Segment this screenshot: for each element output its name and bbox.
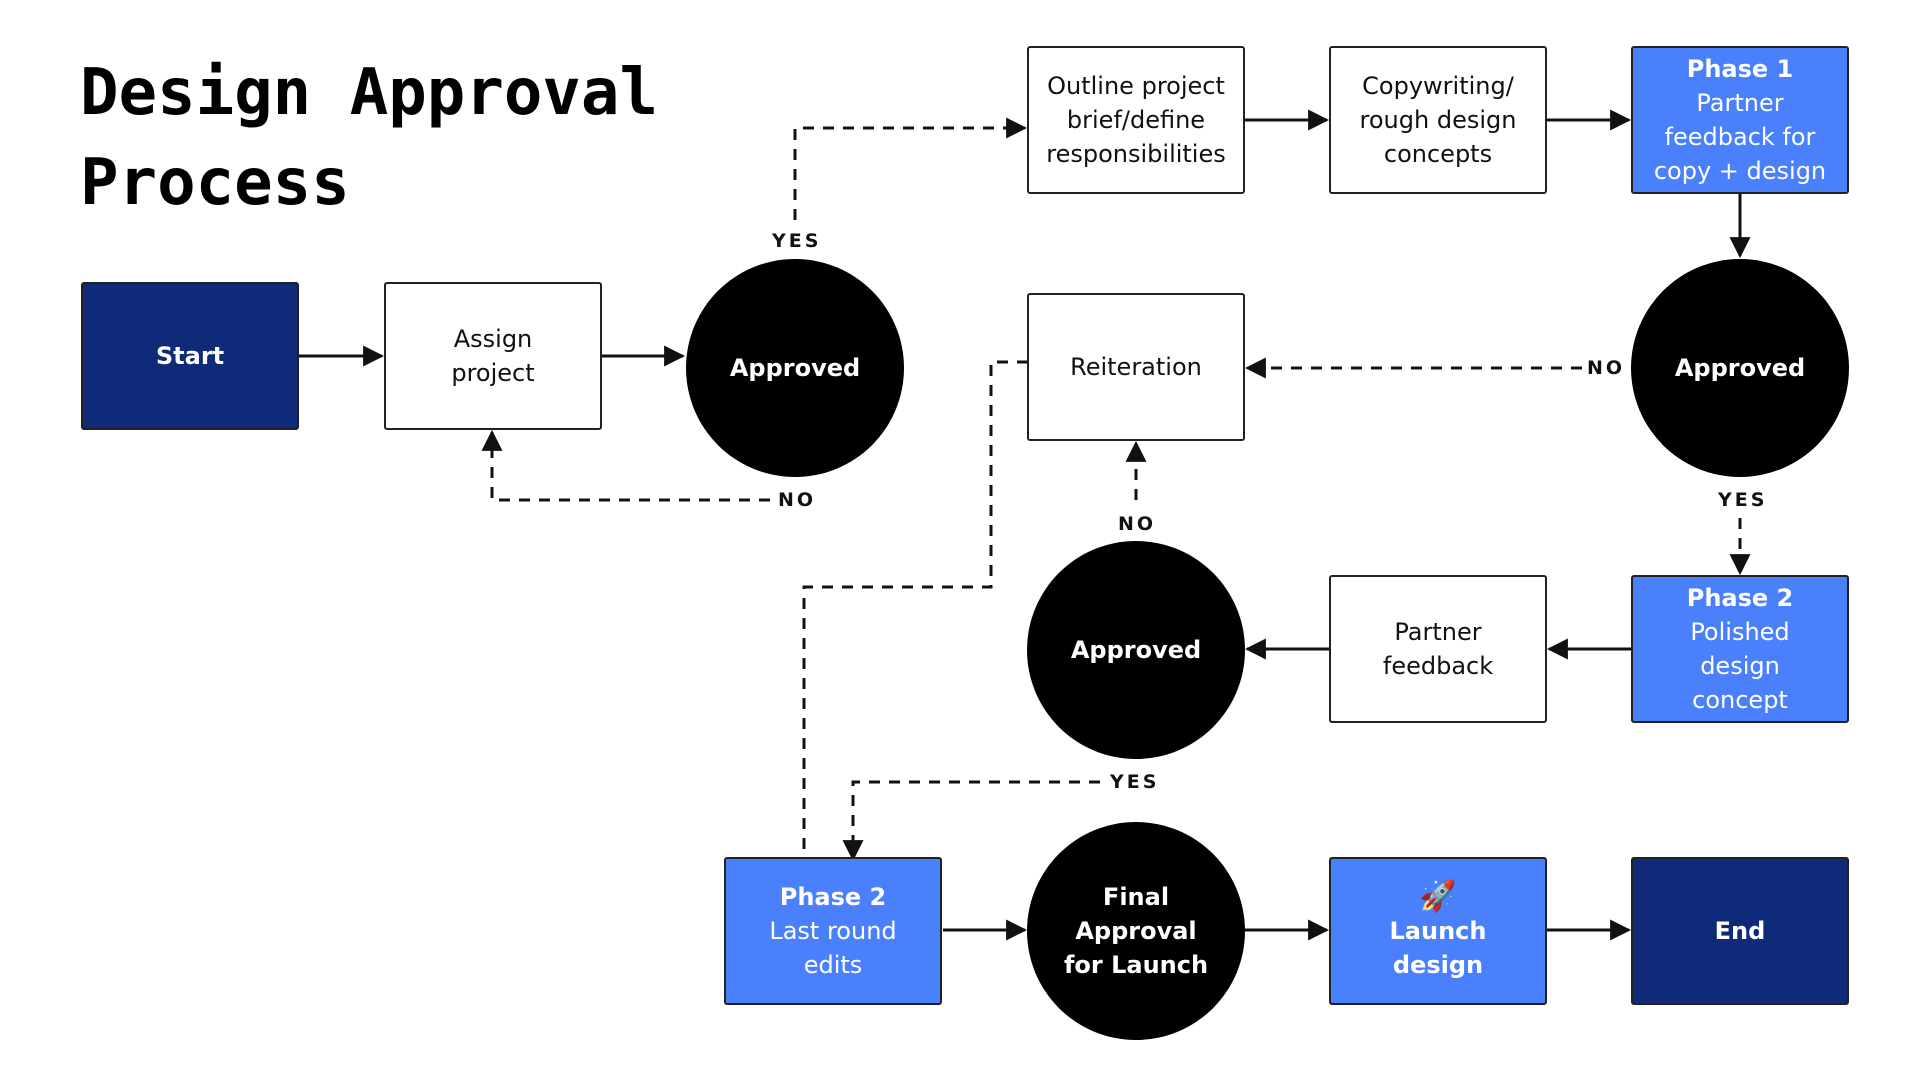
outline-line-1: Outline project xyxy=(1047,72,1225,100)
assign-line-1: Assign xyxy=(453,325,533,353)
no-label-reiteration: NO xyxy=(1587,357,1626,379)
approved-decision-1[interactable]: Approved xyxy=(686,259,904,477)
yes-label-phase2: YES xyxy=(1718,489,1768,511)
phase2-polished-heading: Phase 2 xyxy=(1686,584,1794,612)
copywriting-line-3: concepts xyxy=(1383,140,1493,168)
launch-line-2: design xyxy=(1392,951,1484,979)
phase2-edits-heading: Phase 2 xyxy=(779,883,887,911)
start-label: Start xyxy=(155,342,225,370)
outline-line-2: brief/define xyxy=(1066,106,1206,134)
reiteration-label: Reiteration xyxy=(1070,353,1202,381)
final-line-1: Final xyxy=(1102,883,1170,911)
final-line-3: for Launch xyxy=(1063,951,1209,979)
phase2-edits-line-1: Last round xyxy=(769,917,897,945)
no-label-approved3: NO xyxy=(1118,513,1157,535)
phase1-feedback-node[interactable]: Phase 1 Partner feedback for copy + desi… xyxy=(1631,46,1849,194)
rocket-icon: 🚀 xyxy=(1419,879,1457,914)
approved-3-label: Approved xyxy=(1070,636,1202,664)
phase2-polished-line-3: concept xyxy=(1692,686,1788,714)
approved-2-label: Approved xyxy=(1674,354,1806,382)
launch-design-node[interactable]: 🚀 Launch design xyxy=(1329,857,1547,1005)
partner-feedback-line-1: Partner xyxy=(1394,618,1482,646)
yes-label-top: YES xyxy=(772,230,822,252)
copywriting-node[interactable]: Copywriting/ rough design concepts xyxy=(1329,46,1547,194)
partner-feedback-node[interactable]: Partner feedback xyxy=(1329,575,1547,723)
phase1-heading: Phase 1 xyxy=(1686,55,1794,83)
title-line-1: Design Approval xyxy=(80,56,658,130)
phase2-edits-line-2: edits xyxy=(803,951,863,979)
phase2-polished-line-1: Polished xyxy=(1690,618,1790,646)
final-line-2: Approval xyxy=(1075,917,1197,945)
phase2-polished-line-2: design xyxy=(1700,652,1780,680)
dashed-yes-to-outline xyxy=(793,117,1028,220)
dashed-no-to-assign xyxy=(481,429,770,502)
launch-line-1: Launch xyxy=(1389,917,1487,945)
no-label-assign: NO xyxy=(778,489,817,511)
phase1-line-3: copy + design xyxy=(1653,157,1827,185)
phase2-polished-node[interactable]: Phase 2 Polished design concept xyxy=(1631,575,1849,723)
phase2-edits-node[interactable]: Phase 2 Last round edits xyxy=(724,857,942,1005)
copywriting-line-1: Copywriting/ xyxy=(1362,72,1514,100)
start-node[interactable]: Start xyxy=(81,282,299,430)
partner-feedback-line-2: feedback xyxy=(1382,652,1494,680)
reiteration-node[interactable]: Reiteration xyxy=(1027,293,1245,441)
outline-brief-node[interactable]: Outline project brief/define responsibil… xyxy=(1027,46,1245,194)
dashed-reiteration-to-edits xyxy=(802,360,1028,857)
assign-line-2: project xyxy=(451,359,535,387)
phase1-line-1: Partner xyxy=(1696,89,1784,117)
end-label: End xyxy=(1714,917,1766,945)
phase1-line-2: feedback for xyxy=(1664,123,1816,151)
outline-line-3: responsibilities xyxy=(1046,140,1226,168)
end-node[interactable]: End xyxy=(1631,857,1849,1005)
copywriting-line-2: rough design xyxy=(1359,106,1517,134)
final-approval-decision[interactable]: Final Approval for Launch xyxy=(1027,822,1245,1040)
yes-label-edits: YES xyxy=(1110,771,1160,793)
approved-decision-3[interactable]: Approved xyxy=(1027,541,1245,759)
approved-1-label: Approved xyxy=(729,354,861,382)
dashed-yes-to-edits xyxy=(842,780,1100,862)
approved-decision-2[interactable]: Approved xyxy=(1631,259,1849,477)
title-line-2: Process xyxy=(80,146,350,220)
assign-project-node[interactable]: Assign project xyxy=(384,282,602,430)
page-title: Design Approval Process xyxy=(80,48,658,228)
